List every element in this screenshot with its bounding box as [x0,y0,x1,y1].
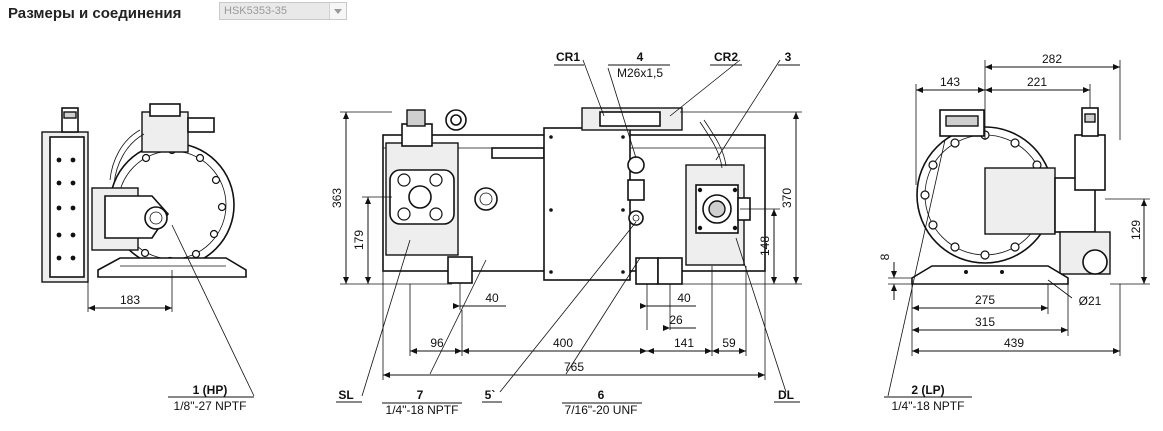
label-conn-4: 4 [637,50,644,64]
dim-40-left: 40 [485,291,499,305]
label-conn-2-lp: 2 (LP) [911,383,944,397]
dim-282: 282 [1042,52,1062,66]
label-conn-1-hp: 1 (HP) [193,383,228,397]
dim-363: 363 [330,188,344,208]
left-view: 183 1 (HP) 1/8"-27 NPTF [41,103,255,413]
right-dimension-lines [887,60,1150,397]
label-conn-4-thread: M26x1,5 [617,66,663,80]
label-conn-6: 6 [598,388,605,402]
label-cr2: CR2 [714,50,738,64]
label-conn-3: 3 [785,50,792,64]
dim-439: 439 [1004,336,1024,350]
right-view: 282 143 221 129 8 275 Ø21 315 439 2 (LP)… [878,52,1150,413]
dim-148: 148 [758,236,772,256]
label-conn-6-thread: 7/16"-20 UNF [565,403,638,417]
dim-phi21: Ø21 [1079,294,1102,308]
page-header: Размеры и соединения [8,2,181,24]
label-sl: SL [338,388,353,402]
label-cr1: CR1 [556,50,580,64]
dim-8: 8 [878,253,892,260]
label-conn-1-thread: 1/8"-27 NPTF [174,399,247,413]
front-dimension-lines [340,59,802,397]
dim-765: 765 [564,360,584,374]
dim-400: 400 [553,336,573,350]
label-conn-7-thread: 1/4"-18 NPTF [386,403,459,417]
dim-40-right: 40 [677,291,691,305]
front-view: CR1 4 M26x1,5 CR2 3 363 179 370 148 40 4… [330,50,802,417]
label-conn-2-thread: 1/4"-18 NPTF [892,399,965,413]
dim-221: 221 [1027,75,1047,89]
dim-141: 141 [674,336,694,350]
dim-26: 26 [669,313,683,327]
left-compressor-body [41,103,247,283]
label-dl: DL [778,388,794,402]
label-conn-7: 7 [417,388,424,402]
model-select-value: HSK5353-35 [224,5,287,17]
dim-59: 59 [722,336,736,350]
dim-129: 129 [1129,220,1143,240]
front-compressor-body [382,107,766,330]
dim-315: 315 [975,315,995,329]
label-conn-5: 5` [485,388,496,402]
dim-143: 143 [940,75,960,89]
page-title: Размеры и соединения [8,4,182,22]
right-compressor-body [911,107,1111,285]
dim-370: 370 [780,188,794,208]
dim-96: 96 [430,336,444,350]
dim-183: 183 [120,293,140,307]
dim-179: 179 [352,230,366,250]
chevron-down-icon[interactable] [329,3,346,19]
left-dimension-lines [87,224,255,397]
model-select[interactable]: HSK5353-35 [219,2,347,20]
dim-275: 275 [975,293,995,307]
